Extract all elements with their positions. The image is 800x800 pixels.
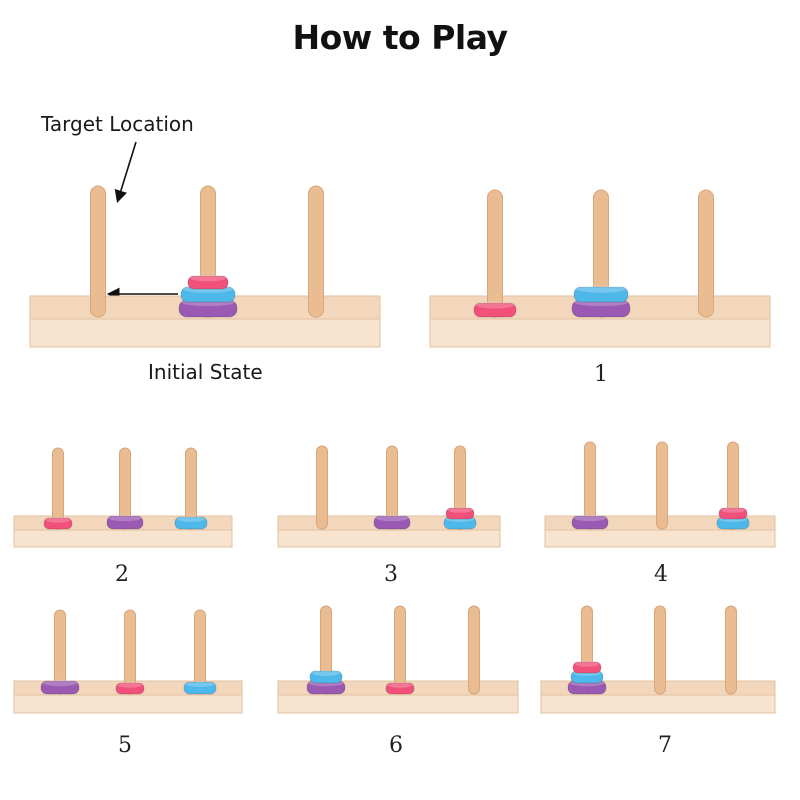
step-4-panel bbox=[544, 441, 776, 548]
ring-highlight bbox=[388, 682, 412, 688]
ring-highlight bbox=[575, 661, 599, 667]
ring-highlight bbox=[448, 507, 472, 513]
step-number-6: 6 bbox=[389, 733, 403, 758]
ring-small bbox=[572, 661, 602, 674]
step-5-panel bbox=[13, 609, 243, 714]
wooden-base-front bbox=[277, 694, 519, 714]
peg bbox=[725, 605, 737, 695]
wooden-base-front bbox=[544, 529, 776, 548]
peg bbox=[487, 189, 503, 318]
step-1-panel bbox=[429, 189, 771, 348]
step-number-3: 3 bbox=[384, 562, 398, 587]
ring-small bbox=[718, 507, 748, 520]
ring-small bbox=[385, 682, 415, 695]
wooden-base-front bbox=[13, 694, 243, 714]
ring-small bbox=[445, 507, 475, 520]
step-number-4: 4 bbox=[654, 562, 668, 587]
step-6-panel bbox=[277, 605, 519, 714]
ring-highlight bbox=[312, 670, 340, 676]
ring-highlight bbox=[46, 517, 70, 523]
step-number-5: 5 bbox=[118, 733, 132, 758]
step-number-7: 7 bbox=[658, 733, 672, 758]
ring-highlight bbox=[476, 301, 514, 309]
wooden-base-front bbox=[429, 318, 771, 348]
ring-highlight bbox=[190, 274, 226, 282]
wooden-base-front bbox=[29, 318, 381, 348]
ring-large bbox=[571, 515, 609, 530]
ring-highlight bbox=[721, 507, 745, 513]
ring-medium bbox=[309, 670, 343, 684]
ring-highlight bbox=[109, 514, 141, 522]
ring-medium bbox=[174, 516, 208, 530]
step-number-1: 1 bbox=[594, 362, 608, 387]
peg bbox=[316, 445, 328, 530]
wooden-base-front bbox=[13, 529, 233, 548]
ring-highlight bbox=[177, 516, 205, 522]
ring-large bbox=[106, 515, 144, 530]
target-arrow-down bbox=[114, 141, 137, 204]
step-2-panel bbox=[13, 447, 233, 548]
page-title: How to Play bbox=[292, 18, 508, 57]
peg bbox=[468, 605, 480, 695]
step-3-panel bbox=[277, 445, 501, 548]
ring-large bbox=[373, 515, 411, 530]
step-7-panel bbox=[540, 605, 776, 714]
peg bbox=[698, 189, 714, 318]
peg bbox=[656, 441, 668, 530]
wooden-base-front bbox=[540, 694, 776, 714]
peg bbox=[654, 605, 666, 695]
peg bbox=[308, 185, 324, 318]
ring-small bbox=[187, 275, 229, 290]
ring-highlight bbox=[186, 681, 214, 687]
ring-small bbox=[473, 302, 517, 318]
peg bbox=[124, 609, 136, 695]
ring-highlight bbox=[576, 285, 626, 293]
ring-medium bbox=[183, 681, 217, 695]
initial-state-label: Initial State bbox=[148, 360, 263, 384]
step-number-2: 2 bbox=[115, 562, 129, 587]
ring-highlight bbox=[43, 679, 77, 687]
ring-large bbox=[40, 680, 80, 695]
ring-highlight bbox=[376, 514, 408, 522]
ring-highlight bbox=[574, 514, 606, 522]
target-location-label: Target Location bbox=[41, 112, 194, 136]
ring-medium bbox=[573, 286, 629, 303]
ring-small bbox=[43, 517, 73, 530]
ring-small bbox=[115, 682, 145, 695]
peg bbox=[52, 447, 64, 530]
peg bbox=[394, 605, 406, 695]
initial-state-panel bbox=[29, 185, 381, 348]
wooden-base-front bbox=[277, 529, 501, 548]
ring-highlight bbox=[118, 682, 142, 688]
peg bbox=[90, 185, 106, 318]
